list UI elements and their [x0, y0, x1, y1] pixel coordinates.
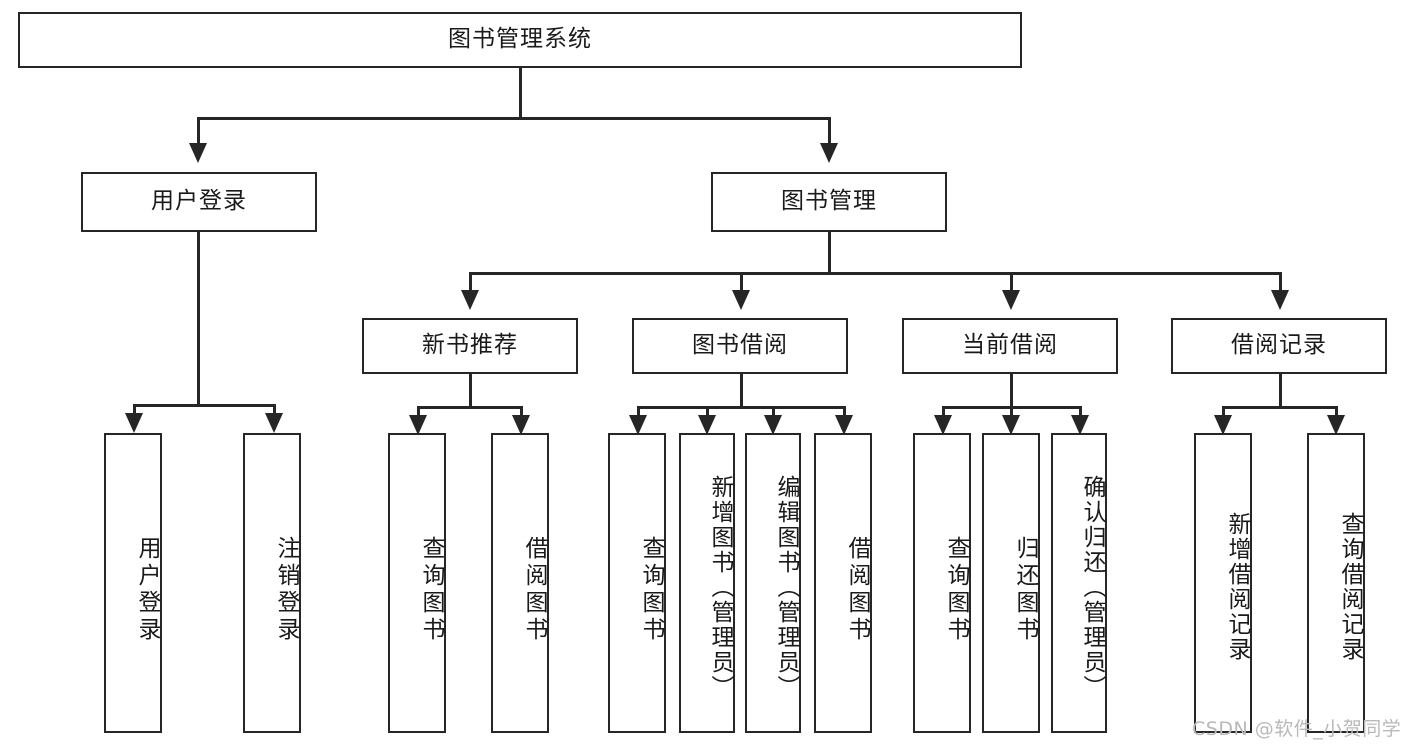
arrow-to-bb-leaf-2	[698, 415, 716, 435]
connector-user-login-bus	[133, 404, 276, 407]
leaf-bb-edit-book-admin[interactable]: 编辑图书（管理员）	[745, 433, 801, 733]
leaf-logout[interactable]: 注销登录	[243, 433, 301, 733]
node-label: 查询借阅记录	[1337, 512, 1363, 662]
node-label: 借阅记录	[1231, 332, 1327, 359]
node-book-management[interactable]: 图书管理	[711, 172, 947, 232]
connector-book-borrow-trunk	[740, 374, 743, 408]
connector-drop-bb-leaf-1	[637, 406, 640, 418]
arrow-to-br-leaf-2	[1327, 415, 1345, 435]
arrow-to-book-management	[820, 143, 838, 163]
arrow-to-borrow-record	[1271, 290, 1289, 310]
node-current-borrow[interactable]: 当前借阅	[902, 318, 1118, 374]
arrow-to-bb-leaf-4	[835, 415, 853, 435]
node-label: 图书管理系统	[448, 26, 592, 53]
arrow-to-user-login	[189, 143, 207, 163]
arrow-to-br-leaf-1	[1214, 415, 1232, 435]
node-label: 借阅图书	[521, 536, 547, 644]
arrow-to-bb-leaf-1	[629, 415, 647, 435]
node-label: 借阅图书	[844, 536, 870, 644]
node-label: 新增图书（管理员）	[707, 474, 733, 700]
connector-root-trunk	[519, 68, 522, 117]
node-label: 用户登录	[151, 188, 247, 215]
arrow-to-cb-leaf-2	[1002, 415, 1020, 435]
node-borrow-record[interactable]: 借阅记录	[1171, 318, 1387, 374]
csdn-watermark: CSDN @软件_小贺同学	[1192, 718, 1402, 740]
node-label: 查询图书	[638, 536, 664, 644]
node-label: 当前借阅	[962, 332, 1058, 359]
connector-new-book-bus	[417, 406, 523, 409]
connector-drop-bb-leaf-4	[843, 406, 846, 418]
connector-drop-borrow-record	[1279, 272, 1282, 300]
arrow-to-bb-leaf-3	[764, 415, 782, 435]
node-label: 新增借阅记录	[1224, 512, 1250, 662]
connector-book-borrow-bus	[637, 406, 845, 409]
leaf-br-query-record[interactable]: 查询借阅记录	[1307, 433, 1365, 733]
arrow-to-new-book-recommend	[461, 290, 479, 310]
connector-drop-book-management	[828, 117, 831, 145]
leaf-cb-return-books[interactable]: 归还图书	[982, 433, 1040, 733]
node-label: 归还图书	[1012, 536, 1038, 644]
node-label: 图书管理	[781, 188, 877, 215]
leaf-user-login[interactable]: 用户登录	[104, 433, 162, 733]
arrow-to-nb-leaf-1	[409, 415, 427, 435]
connector-drop-user-login	[197, 117, 200, 145]
connector-borrow-record-trunk	[1279, 374, 1282, 408]
connector-drop-bb-leaf-2	[706, 406, 709, 418]
leaf-cb-confirm-return-admin[interactable]: 确认归还（管理员）	[1051, 433, 1107, 733]
connector-drop-new-book	[469, 272, 472, 300]
arrow-to-book-borrow	[732, 290, 750, 310]
leaf-nb-borrow-books[interactable]: 借阅图书	[491, 433, 549, 733]
connector-new-book-trunk	[469, 374, 472, 408]
leaf-nb-query-books[interactable]: 查询图书	[388, 433, 446, 733]
node-new-book-recommend[interactable]: 新书推荐	[362, 318, 578, 374]
node-label: 新书推荐	[422, 332, 518, 359]
arrow-to-cb-leaf-1	[934, 415, 952, 435]
connector-drop-cb-leaf-3	[1079, 406, 1082, 418]
connector-drop-cb-leaf-2	[1010, 406, 1013, 418]
node-label: 编辑图书（管理员）	[773, 474, 799, 700]
connector-drop-current-borrow	[1010, 272, 1013, 300]
connector-drop-book-borrow	[740, 272, 743, 300]
connector-drop-leaf-logout	[273, 404, 276, 416]
node-label: 查询图书	[418, 536, 444, 644]
node-label: 确认归还（管理员）	[1079, 474, 1105, 700]
connector-drop-nb-leaf-2	[520, 406, 523, 418]
connector-book-management-trunk	[828, 232, 831, 274]
leaf-bb-add-book-admin[interactable]: 新增图书（管理员）	[679, 433, 735, 733]
connector-level3-bus	[469, 272, 1282, 275]
connector-drop-nb-leaf-1	[417, 406, 420, 418]
arrow-to-nb-leaf-2	[512, 415, 530, 435]
connector-borrow-record-bus	[1222, 406, 1337, 409]
arrow-to-leaf-user-login	[125, 413, 143, 433]
node-user-login[interactable]: 用户登录	[81, 172, 317, 232]
connector-drop-bb-leaf-3	[772, 406, 775, 418]
arrow-to-cb-leaf-3	[1071, 415, 1089, 435]
connector-user-login-trunk	[197, 232, 200, 406]
node-root-book-management-system[interactable]: 图书管理系统	[18, 12, 1022, 68]
connector-drop-cb-leaf-1	[942, 406, 945, 418]
node-label: 查询图书	[943, 536, 969, 644]
connector-drop-br-leaf-1	[1222, 406, 1225, 418]
arrow-to-current-borrow	[1002, 290, 1020, 310]
leaf-br-add-record[interactable]: 新增借阅记录	[1194, 433, 1252, 733]
leaf-bb-borrow-books[interactable]: 借阅图书	[814, 433, 872, 733]
leaf-bb-query-books[interactable]: 查询图书	[608, 433, 666, 733]
leaf-cb-query-books[interactable]: 查询图书	[913, 433, 971, 733]
connector-current-borrow-trunk	[1010, 374, 1013, 408]
connector-level1-bus	[197, 117, 830, 120]
node-label: 注销登录	[273, 536, 299, 644]
node-book-borrow[interactable]: 图书借阅	[632, 318, 848, 374]
connector-drop-br-leaf-2	[1335, 406, 1338, 418]
node-label: 用户登录	[134, 536, 160, 644]
node-label: 图书借阅	[692, 332, 788, 359]
connector-drop-leaf-user-login	[133, 404, 136, 416]
arrow-to-leaf-logout	[265, 413, 283, 433]
